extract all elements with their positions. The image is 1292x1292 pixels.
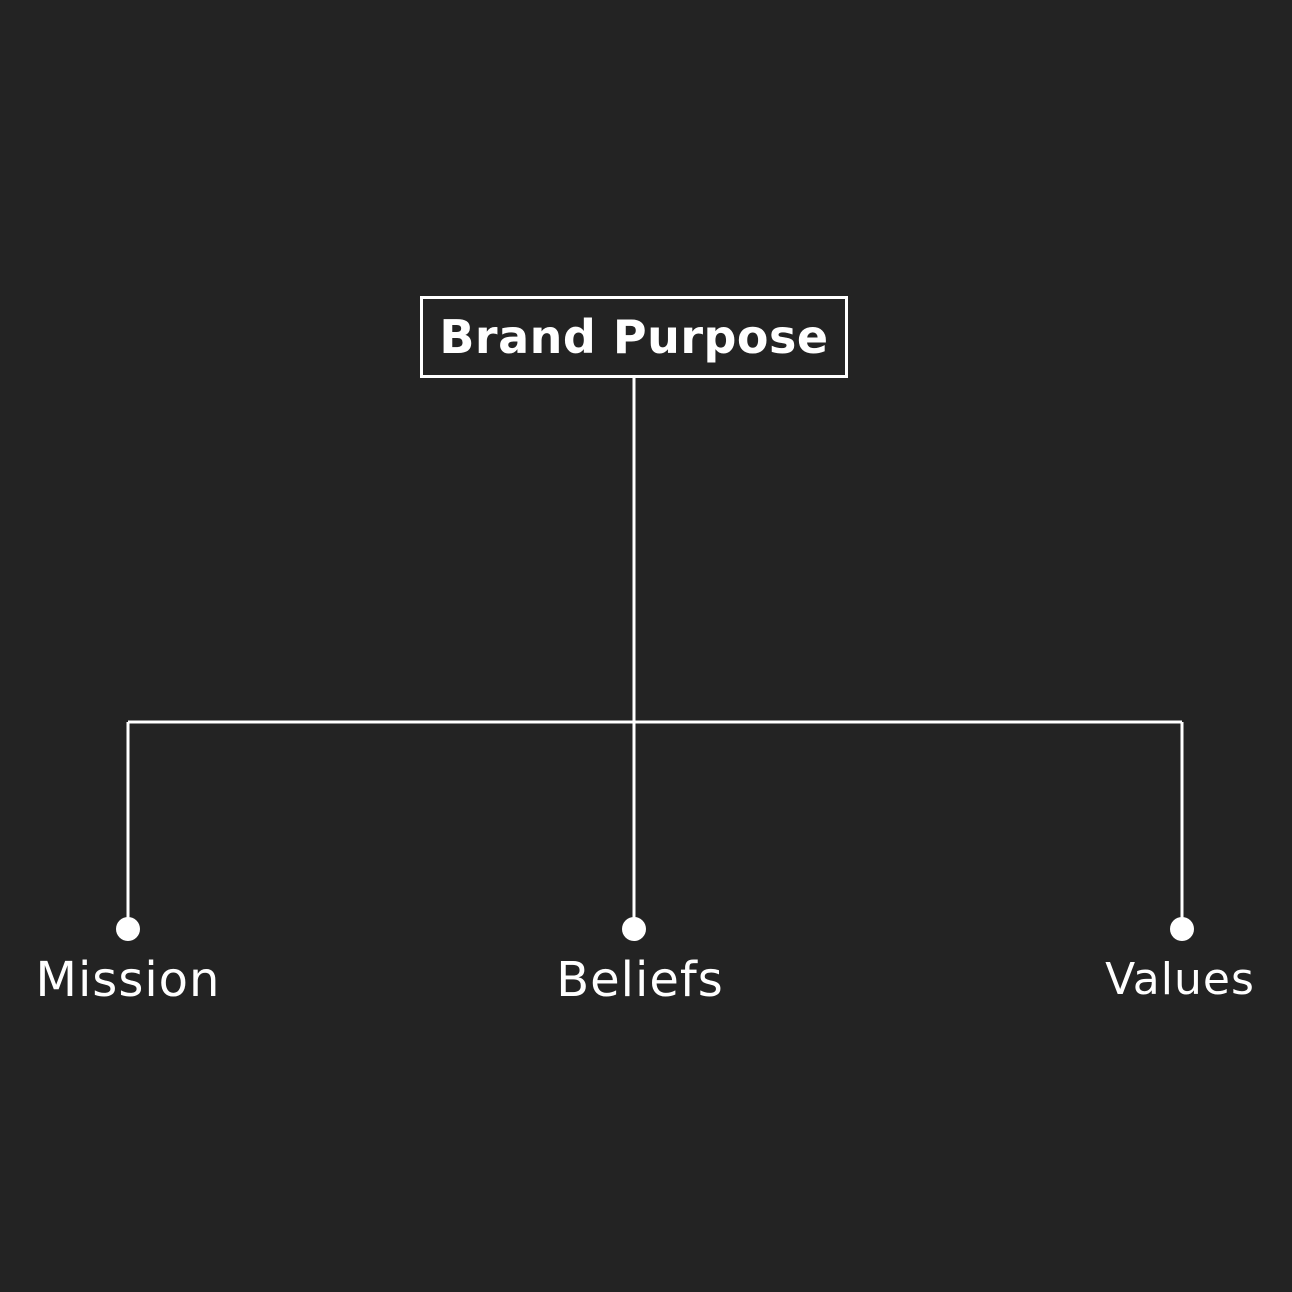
leaf-label-beliefs: Beliefs — [556, 952, 724, 1008]
leaf-label-mission: Mission — [35, 952, 221, 1008]
node-dot-values — [1170, 917, 1194, 941]
root-node-label: Brand Purpose — [439, 310, 829, 364]
root-node-box: Brand Purpose — [420, 296, 848, 378]
node-dot-mission — [116, 917, 140, 941]
leaf-label-values: Values — [1105, 954, 1255, 1005]
node-dot-beliefs — [622, 917, 646, 941]
